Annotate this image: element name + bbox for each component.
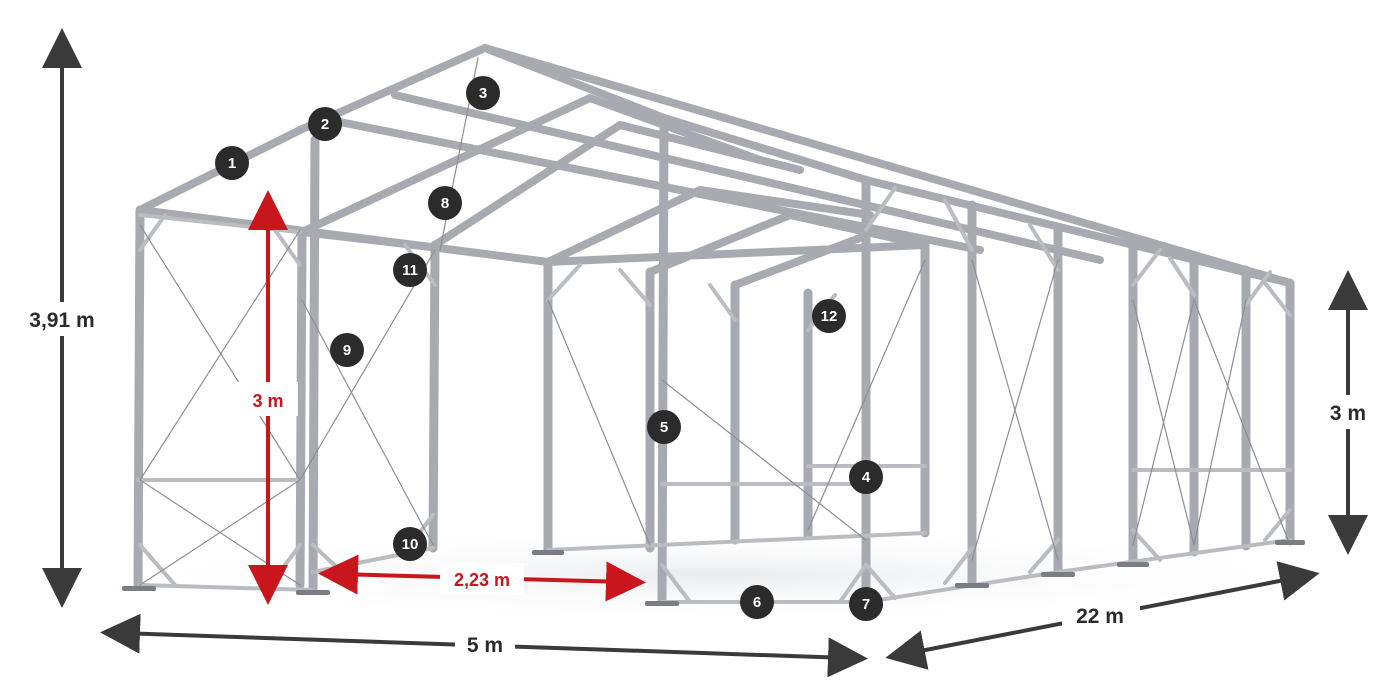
tent-frame <box>122 44 1305 608</box>
marker-3: 3 <box>466 76 500 110</box>
marker-1-label: 1 <box>228 155 236 172</box>
marker-11: 11 <box>393 253 427 287</box>
total-height-label: 3,91 m <box>29 309 94 332</box>
marker-5-label: 5 <box>660 419 668 436</box>
marker-7-label: 7 <box>862 596 870 613</box>
label-backgrounds <box>20 302 1376 661</box>
marker-9-label: 9 <box>343 342 351 359</box>
inner-height-label: 3 m <box>252 391 283 411</box>
marker-4: 4 <box>849 460 883 494</box>
marker-8-label: 8 <box>441 195 449 212</box>
length-label: 22 m <box>1076 605 1124 628</box>
roof-beams <box>136 44 1294 289</box>
marker-7: 7 <box>849 587 883 621</box>
marker-5: 5 <box>647 410 681 444</box>
marker-10: 10 <box>393 527 427 561</box>
marker-6: 6 <box>740 585 774 619</box>
marker-12-label: 12 <box>821 308 838 325</box>
marker-8: 8 <box>428 186 462 220</box>
marker-2: 2 <box>308 107 342 141</box>
marker-9: 9 <box>330 333 364 367</box>
width-label: 5 m <box>467 634 503 657</box>
marker-1: 1 <box>215 146 249 180</box>
marker-11-label: 11 <box>402 262 418 279</box>
dimension-labels: 3,91 m 3 m 3 m 5 m 22 m 2,23 m <box>29 309 1366 657</box>
component-markers: 1 2 3 4 5 6 7 8 9 10 11 12 <box>215 76 883 621</box>
door-width-label: 2,23 m <box>454 570 510 590</box>
marker-2-label: 2 <box>321 116 329 133</box>
marker-3-label: 3 <box>479 85 487 102</box>
marker-6-label: 6 <box>753 594 761 611</box>
side-height-label: 3 m <box>1330 402 1366 425</box>
marker-10-label: 10 <box>402 536 419 553</box>
marker-12: 12 <box>812 299 846 333</box>
marker-4-label: 4 <box>862 469 871 486</box>
